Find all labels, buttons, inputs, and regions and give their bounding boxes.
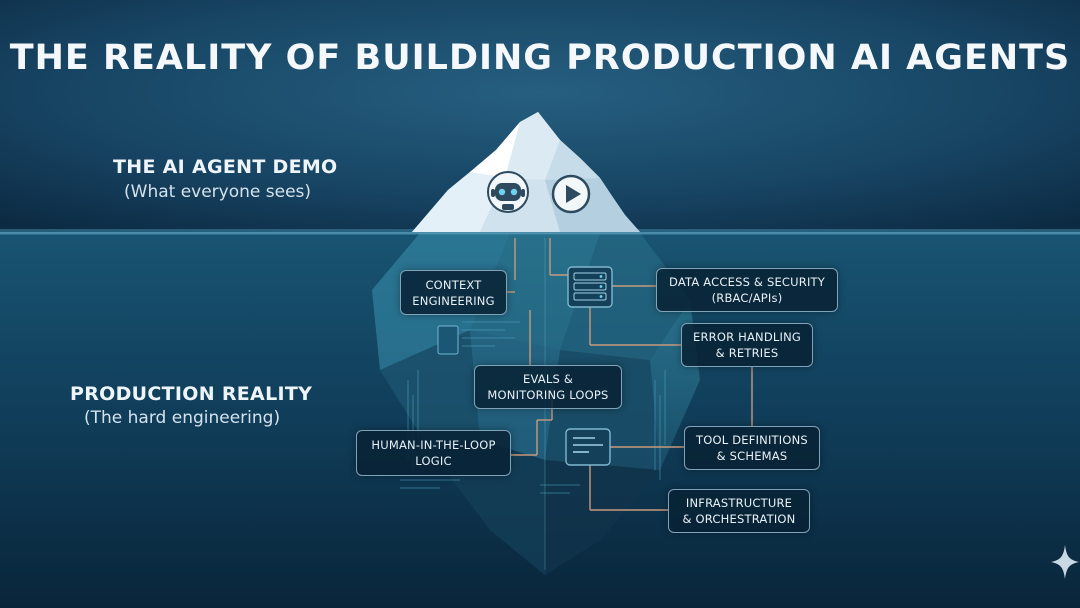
box-line: INFRASTRUCTURE — [685, 496, 793, 510]
box-line: ENGINEERING — [412, 293, 495, 308]
box-line: (RBAC/APIs) — [711, 291, 783, 305]
box-line: TOOL DEFINITIONS — [696, 433, 808, 447]
connector-lines — [506, 238, 753, 511]
box-line: EVALS & — [523, 372, 573, 386]
box-line: & ORCHESTRATION — [682, 512, 796, 526]
play-icon — [551, 174, 591, 214]
demo-heading: THE AI AGENT DEMO — [113, 156, 338, 178]
box-line: ERROR HANDLING — [692, 330, 802, 344]
box-line: CONTEXT — [425, 277, 482, 292]
tool-definitions-box: TOOL DEFINITIONS & SCHEMAS — [684, 426, 820, 470]
human-in-the-loop-box: HUMAN-IN-THE-LOOP LOGIC — [356, 430, 511, 476]
server-rack-icon — [567, 266, 613, 308]
sparkle-icon — [1050, 544, 1080, 580]
reality-subheading: (The hard engineering) — [84, 408, 281, 428]
box-line: MONITORING LOOPS — [487, 388, 609, 402]
box-line: HUMAN-IN-THE-LOOP — [371, 438, 496, 452]
reality-heading: PRODUCTION REALITY — [70, 383, 313, 405]
evals-monitoring-box: EVALS & MONITORING LOOPS — [474, 365, 622, 409]
data-access-security-box: DATA ACCESS & SECURITY (RBAC/APIs) — [656, 268, 838, 312]
demo-subheading: (What everyone sees) — [124, 182, 312, 202]
robot-icon — [486, 170, 530, 216]
box-line: & RETRIES — [715, 346, 779, 360]
context-engineering-box: CONTEXT ENGINEERING — [400, 270, 507, 315]
page-title: THE REALITY OF BUILDING PRODUCTION AI AG… — [9, 38, 1071, 78]
box-line: DATA ACCESS & SECURITY — [669, 275, 825, 289]
error-handling-box: ERROR HANDLING & RETRIES — [681, 323, 813, 367]
box-line: & SCHEMAS — [716, 449, 788, 463]
document-panel-icon — [565, 428, 611, 466]
infrastructure-box: INFRASTRUCTURE & ORCHESTRATION — [668, 489, 810, 533]
data-card-icon — [437, 325, 459, 355]
box-line: LOGIC — [415, 454, 452, 468]
